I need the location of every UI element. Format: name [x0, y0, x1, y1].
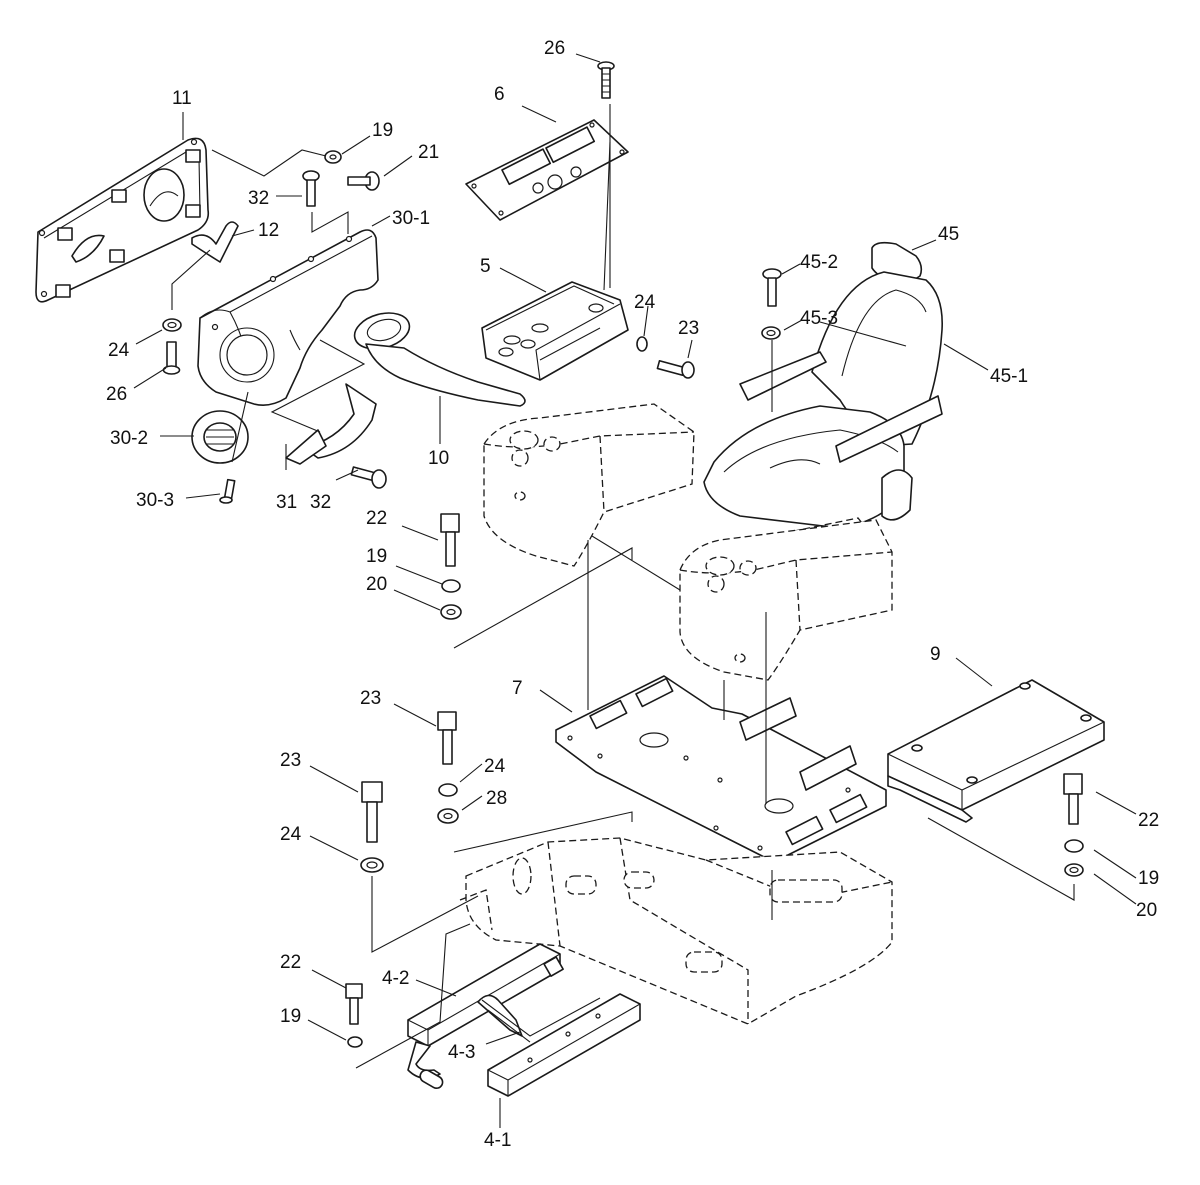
part-4-1-slide-rail [487, 993, 641, 1097]
washer-19-top [324, 150, 342, 164]
screw-45-2 [762, 268, 782, 307]
label-22-right: 22 [1138, 810, 1159, 831]
label-7: 7 [512, 678, 523, 699]
part-30-1-housing [197, 229, 379, 406]
label-21: 21 [418, 142, 439, 163]
leader-lines [133, 53, 1137, 1128]
label-45: 45 [938, 224, 959, 245]
washer-19-a [441, 579, 461, 593]
washer-24-mid [636, 336, 648, 352]
part-30-2-disc [191, 410, 249, 464]
label-19-a: 19 [366, 546, 387, 567]
label-30-2: 30-2 [110, 428, 148, 449]
label-31: 31 [276, 492, 297, 513]
label-11: 11 [172, 88, 192, 109]
part-31-bracket [285, 383, 377, 465]
washer-24-c [360, 857, 384, 873]
label-23-b: 23 [360, 688, 381, 709]
label-19-right: 19 [1138, 868, 1159, 889]
bolt-22-a [440, 513, 460, 567]
bolt-23-mid [656, 359, 695, 379]
washer-28 [437, 808, 459, 824]
label-23-c: 23 [280, 750, 301, 771]
label-4-3: 4-3 [448, 1042, 475, 1063]
label-19-top: 19 [372, 120, 393, 141]
bolt-22-right [1063, 773, 1083, 825]
label-26-top: 26 [544, 38, 565, 59]
label-10: 10 [428, 448, 449, 469]
washer-24-left [162, 318, 182, 332]
part-45-seat [703, 241, 943, 573]
label-32-top: 32 [248, 188, 269, 209]
screw-26-left [162, 341, 181, 375]
label-4-1: 4-1 [484, 1130, 511, 1151]
part-11-side-panel [35, 137, 210, 303]
fastener-26-top [597, 61, 615, 99]
label-20-a: 20 [366, 574, 387, 595]
washer-19-bottom [347, 1036, 363, 1048]
part-6-top-plate [465, 119, 629, 221]
washer-20-a [440, 604, 462, 620]
washer-45-3 [761, 326, 781, 340]
label-22-a: 22 [366, 508, 387, 529]
label-23-mid: 23 [678, 318, 699, 339]
label-12: 12 [258, 220, 279, 241]
label-24-b: 24 [484, 756, 506, 777]
label-45-2: 45-2 [800, 252, 838, 273]
console-housing-upper [483, 403, 695, 567]
washer-20-right [1064, 863, 1084, 877]
part-9-bracket [887, 679, 1105, 823]
label-20-right: 20 [1136, 900, 1157, 921]
label-22-bottom: 22 [280, 952, 301, 973]
label-45-3: 45-3 [800, 308, 838, 329]
part-7-base-plate [555, 675, 887, 863]
label-28: 28 [486, 788, 507, 809]
label-9: 9 [930, 644, 941, 665]
bolt-23-c [361, 781, 383, 843]
screw-30-3 [219, 478, 236, 504]
label-32-bottom: 32 [310, 492, 331, 513]
bolt-23-b [437, 711, 457, 765]
part-4-3-bar [481, 997, 601, 1043]
label-4-2: 4-2 [382, 968, 409, 989]
part-10-lever [353, 312, 526, 407]
part-5-tray [481, 281, 629, 381]
label-24-left: 24 [108, 340, 130, 361]
label-6: 6 [494, 84, 505, 105]
base-housing [459, 837, 893, 1025]
label-24-mid: 24 [634, 292, 656, 313]
label-19-bottom: 19 [280, 1006, 301, 1027]
label-30-3: 30-3 [136, 490, 174, 511]
bolt-22-bottom [345, 983, 363, 1025]
screw-21 [347, 171, 380, 191]
screw-32-top [302, 170, 320, 207]
label-30-1: 30-1 [392, 208, 430, 229]
seat-rails [739, 697, 857, 791]
part-12-clip [191, 221, 239, 263]
callout-labels: 26 6 11 19 21 32 30-1 12 5 45 45-2 24 23… [106, 38, 1159, 1151]
label-26-left: 26 [106, 384, 127, 405]
label-5: 5 [480, 256, 491, 277]
washer-24-b [438, 783, 458, 797]
washer-19-right [1064, 839, 1084, 853]
label-45-1: 45-1 [990, 366, 1028, 387]
label-24-c: 24 [280, 824, 302, 845]
console-housing-lower [679, 519, 893, 681]
